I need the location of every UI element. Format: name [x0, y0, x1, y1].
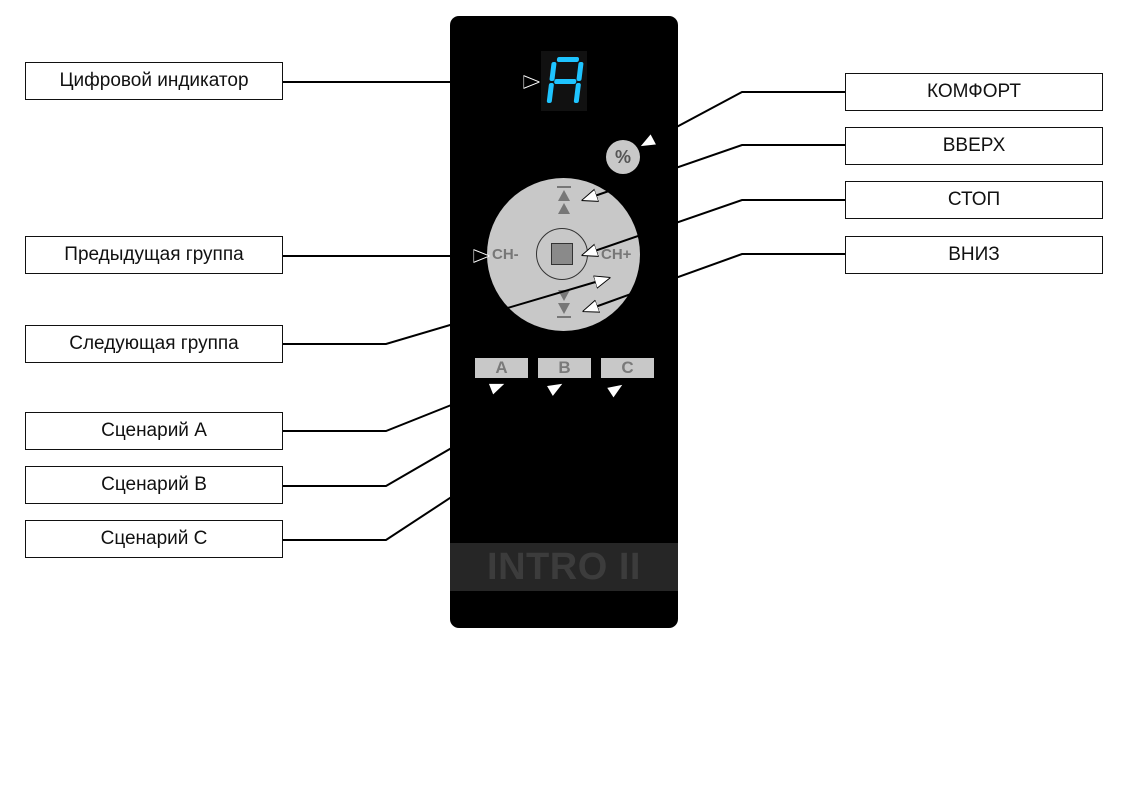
- brand-name: INTRO II: [487, 545, 641, 588]
- callout-scene-a-text: Сценарий A: [101, 420, 207, 441]
- callout-scene-c: Сценарий C: [25, 520, 283, 558]
- callout-down-text: ВНИЗ: [948, 244, 1000, 265]
- ch-minus-button[interactable]: CH-: [492, 246, 519, 263]
- callout-down: ВНИЗ: [845, 236, 1103, 274]
- callout-digital-indicator-text: Цифровой индикатор: [59, 70, 249, 91]
- leader-stop: [583, 199, 845, 255]
- digital-indicator-display: A: [541, 51, 587, 111]
- comfort-symbol: %: [614, 146, 631, 167]
- comfort-button[interactable]: %: [606, 140, 640, 174]
- callout-stop-text: СТОП: [947, 189, 1001, 210]
- brand-plate: INTRO II: [450, 543, 678, 591]
- leader-up: [583, 144, 845, 200]
- callout-next-group-text: Следующая группа: [69, 333, 239, 354]
- callout-previous-group-text: Предыдущая группа: [64, 244, 244, 265]
- ch-plus-button[interactable]: CH+: [601, 246, 632, 263]
- up-arrow-icon[interactable]: [557, 186, 571, 214]
- seven-segment-digit-icon: [546, 57, 584, 103]
- callout-scene-a: Сценарий A: [25, 412, 283, 450]
- callout-up-text: ВВЕРХ: [942, 135, 1006, 156]
- scene-c-button[interactable]: C: [601, 358, 654, 378]
- callout-comfort: КОМФОРТ: [845, 73, 1103, 111]
- callout-scene-b: Сценарий B: [25, 466, 283, 504]
- leader-scene-b: [283, 384, 562, 487]
- leader-scene-c: [283, 385, 622, 541]
- callout-next-group: Следующая группа: [25, 325, 283, 363]
- leader-scene-a: [283, 384, 504, 432]
- leader-next-group: [283, 278, 609, 345]
- callout-stop: СТОП: [845, 181, 1103, 219]
- callout-digital-indicator: Цифровой индикатор: [25, 62, 283, 100]
- callout-scene-b-text: Сценарий B: [101, 474, 207, 495]
- callout-previous-group: Предыдущая группа: [25, 236, 283, 274]
- leader-comfort: [641, 91, 845, 146]
- callout-comfort-text: КОМФОРТ: [927, 81, 1021, 102]
- scene-a-button[interactable]: A: [475, 358, 528, 378]
- callout-up: ВВЕРХ: [845, 127, 1103, 165]
- stop-square-icon[interactable]: [551, 243, 573, 265]
- callout-scene-c-text: Сценарий C: [100, 528, 208, 549]
- leader-down: [584, 253, 845, 311]
- scene-b-button[interactable]: B: [538, 358, 591, 378]
